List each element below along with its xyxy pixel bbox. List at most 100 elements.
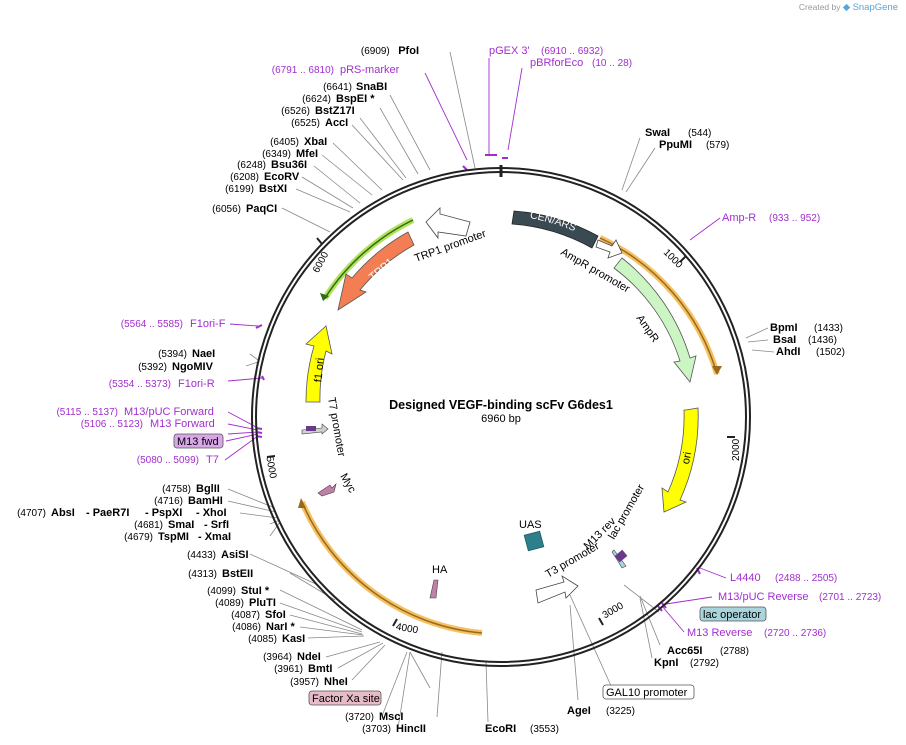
- site-pos-bspei: (6624): [302, 94, 331, 105]
- site-name-kasi: KasI: [282, 633, 305, 645]
- snapgene-logo: ◆: [842, 2, 851, 13]
- site-name-paqci: PaqCI: [246, 203, 277, 215]
- primer-name-t7: T7: [206, 454, 219, 466]
- site-name-ahdi: AhdI: [776, 346, 800, 358]
- primer-pos-m13-reverse: (2720 .. 2736): [764, 628, 826, 639]
- site-name-nhei: NheI: [324, 676, 348, 688]
- site-pos-asisi: (4433): [187, 550, 216, 561]
- primer-name-m13puc-rev: M13/pUC Reverse: [718, 591, 808, 603]
- site-name-bspei: BspEI *: [336, 93, 375, 105]
- tick-label-2000: 2000: [731, 438, 742, 461]
- site-pos-snabi: (6641): [323, 82, 352, 93]
- site-pos-ppumi: (579): [706, 140, 729, 151]
- tick-label-4000: 4000: [395, 622, 419, 637]
- uas-feature: [523, 530, 545, 552]
- site-pos-sfoi: (4087): [231, 610, 260, 621]
- site-name-bmti: BmtI: [308, 663, 332, 675]
- primer-pos-m13-forward: (5106 .. 5123): [81, 419, 143, 430]
- site-pos-acc65i: (2788): [720, 646, 749, 657]
- site-name-swai: SwaI: [645, 127, 670, 139]
- site-name-tspmi: TspMI: [158, 531, 189, 543]
- lac-promoter-label: lac promoter: [606, 482, 647, 541]
- trp1-feature: [337, 231, 415, 311]
- orf-highlight-trp1: [322, 217, 415, 300]
- primer-pos-m13puc-fwd: (5115 .. 5137): [56, 407, 118, 418]
- myc-tag-feature: [317, 483, 337, 497]
- site-name-smai: SmaI: [168, 519, 194, 531]
- site-name-bamhi: BamHI: [188, 495, 223, 507]
- site-name-paer7i: - PaeR7I: [86, 507, 129, 519]
- site-pos-ahdi: (1502): [816, 347, 845, 358]
- t3-promoter-arrow: [535, 575, 579, 604]
- orf-line-trp1: [324, 219, 414, 299]
- site-pos-bstz17i: (6526): [281, 106, 310, 117]
- primer-pos-amp-r: (933 .. 952): [769, 213, 820, 224]
- site-name-naei: NaeI: [192, 348, 215, 360]
- site-pos-kpni: (2792): [690, 658, 719, 669]
- site-name-absi: AbsI: [51, 507, 75, 519]
- restriction-sites-right: SwaI (544) PpuMI (579) BpmI (1433) BsaI …: [485, 127, 845, 735]
- primer-name-m13-forward: M13 Forward: [150, 418, 215, 430]
- m13-fwd-text: M13 fwd: [177, 436, 219, 448]
- lac-operator-text: lac operator: [703, 609, 761, 621]
- site-pos-pluti: (4089): [215, 598, 244, 609]
- site-pos-nari: (4086): [232, 622, 261, 633]
- t7-primer-bind-mark: [306, 426, 316, 431]
- site-pos-bstxi: (6199): [225, 184, 254, 195]
- primer-name-f1ori-r: F1ori-R: [178, 378, 215, 390]
- site-name-bsteii: BstEII: [222, 568, 253, 580]
- snapgene-watermark: Created by ◆ SnapGene: [799, 2, 898, 13]
- site-name-xbai: XbaI: [304, 136, 327, 148]
- primer-pos-t7: (5080 .. 5099): [137, 455, 199, 466]
- site-name-ngomiv: NgoMIV: [172, 361, 214, 373]
- boxed-feature-labels: M13 fwd lac operator GAL10 promoter Fact…: [173, 433, 767, 706]
- site-name-hincii: HincII: [396, 723, 426, 735]
- site-pos-hincii: (3703): [362, 724, 391, 735]
- site-pos-bmti: (3961): [274, 664, 303, 675]
- f1-ori-label: f1 ori: [312, 357, 326, 382]
- site-pos-acci: (6525): [291, 118, 320, 129]
- site-name-bsu36i: Bsu36I: [271, 159, 307, 171]
- ampr-promoter-arrow: [595, 239, 623, 259]
- site-name-acci: AccI: [325, 117, 348, 129]
- orf-arrowhead-trp1: [320, 293, 329, 301]
- primer-pos-f1ori-r: (5354 .. 5373): [109, 379, 171, 390]
- watermark-prefix: Created by: [798, 2, 841, 12]
- site-pos-kasi: (4085): [248, 634, 277, 645]
- ampr-label: AmpR: [634, 313, 661, 345]
- plasmid-title: Designed VEGF-binding scFv G6des1: [389, 398, 613, 412]
- site-pos-bamhi: (4716): [154, 496, 183, 507]
- primer-pos-pbrforeco: (10 .. 28): [592, 58, 632, 69]
- site-name-nari: NarI *: [266, 621, 295, 633]
- site-name-bpmi: BpmI: [770, 322, 798, 334]
- site-pos-naei: (5394): [158, 349, 187, 360]
- site-pos-paqci: (6056): [212, 204, 241, 215]
- site-pos-ecorv: (6208): [230, 172, 259, 183]
- primer-pos-f1ori-f: (5564 .. 5585): [121, 319, 183, 330]
- tick-label-3000: 3000: [601, 600, 626, 621]
- site-name-bstz17i: BstZ17I: [315, 105, 355, 117]
- factor-xa-text: Factor Xa site: [312, 693, 380, 705]
- site-name-bstxi: BstXI: [259, 183, 287, 195]
- site-name-agei: AgeI: [567, 705, 591, 717]
- site-leader-lines: [227, 51, 775, 729]
- uas-label: UAS: [519, 519, 542, 531]
- site-pos-ndei: (3964): [263, 652, 292, 663]
- site-pos-tspmi: (4679): [124, 532, 153, 543]
- site-pos-nhei: (3957): [290, 677, 319, 688]
- primer-name-m13puc-fwd: M13/pUC Forward: [124, 406, 214, 418]
- lac-operator-box: [699, 606, 767, 622]
- site-pos-absi: (4707): [17, 508, 46, 519]
- restriction-sites-left: (6909) PfoI (6641) SnaBI (6624) BspEI * …: [17, 45, 426, 735]
- tick-label-5000: 5000: [263, 455, 278, 479]
- trp1-promoter-arrow: [425, 207, 471, 240]
- site-name-stui: StuI *: [241, 585, 270, 597]
- site-pos-agei: (3225): [606, 706, 635, 717]
- site-name-ndei: NdeI: [297, 651, 321, 663]
- site-name-xmai: - XmaI: [198, 531, 231, 543]
- orf-highlight-scfv: [299, 500, 483, 636]
- ha-tag-feature: [429, 579, 439, 599]
- site-name-sfoi: SfoI: [265, 609, 286, 621]
- site-name-asisi: AsiSI: [221, 549, 249, 561]
- site-pos-msci: (3720): [345, 712, 374, 723]
